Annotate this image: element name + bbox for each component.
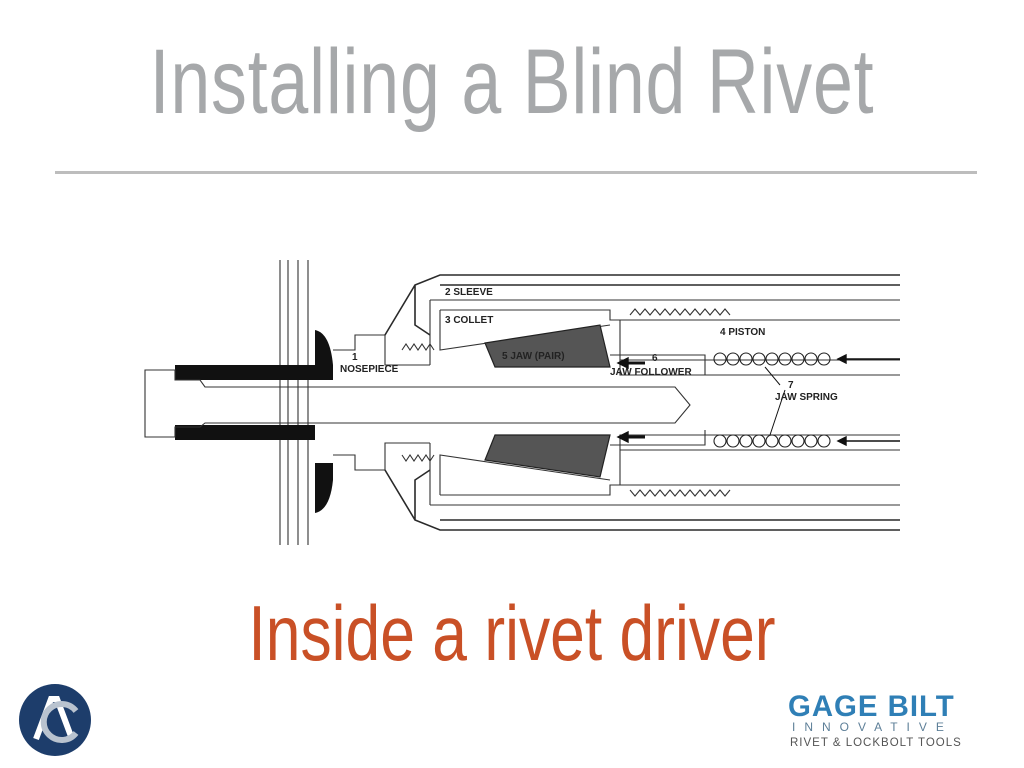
collet: [439, 309, 900, 496]
ac-logo: AC: [19, 684, 91, 756]
label-jaw-follower-number: 6: [652, 353, 658, 364]
jaw-upper: [484, 324, 611, 368]
label-jaw: 5 JAW (PAIR): [502, 351, 565, 362]
title-divider: [55, 171, 977, 174]
nosepiece: [333, 334, 430, 471]
label-jaw-follower: JAW FOLLOWER: [610, 367, 692, 378]
gage-bilt-wordmark: GAGE BILT: [788, 690, 955, 723]
gage-bilt-sub: INNOVATIVE: [792, 720, 953, 734]
slide-title: Installing a Blind Rivet: [149, 31, 875, 133]
sleeve: [384, 274, 900, 531]
label-sleeve: 2 SLEEVE: [445, 287, 493, 298]
piston: [619, 319, 900, 486]
gage-bilt-logo: GAGE BILT INNOVATIVE RIVET & LOCKBOLT TO…: [788, 692, 998, 752]
mandrel: [144, 369, 691, 438]
jaw-follower: [610, 354, 706, 446]
jaw-spring: [713, 352, 831, 448]
label-nosepiece: NOSEPIECE: [340, 364, 399, 375]
rivet-body: [175, 330, 333, 513]
jaw-lower: [484, 434, 611, 478]
label-collet: 3 COLLET: [445, 315, 493, 326]
gage-bilt-tagline: RIVET & LOCKBOLT TOOLS: [790, 737, 962, 749]
force-arrows: [616, 353, 900, 447]
workpiece-plates: [279, 260, 309, 545]
rivet-driver-cross-section: 1 NOSEPIECE 2 SLEEVE 3 COLLET 4 PISTON 5…: [144, 260, 900, 545]
label-piston: 4 PISTON: [720, 327, 765, 338]
label-jaw-spring: JAW SPRING: [775, 392, 838, 403]
label-jaw-spring-number: 7: [788, 380, 794, 391]
slide-subtitle: Inside a rivet driver: [248, 589, 776, 677]
label-nosepiece-number: 1: [352, 352, 358, 363]
